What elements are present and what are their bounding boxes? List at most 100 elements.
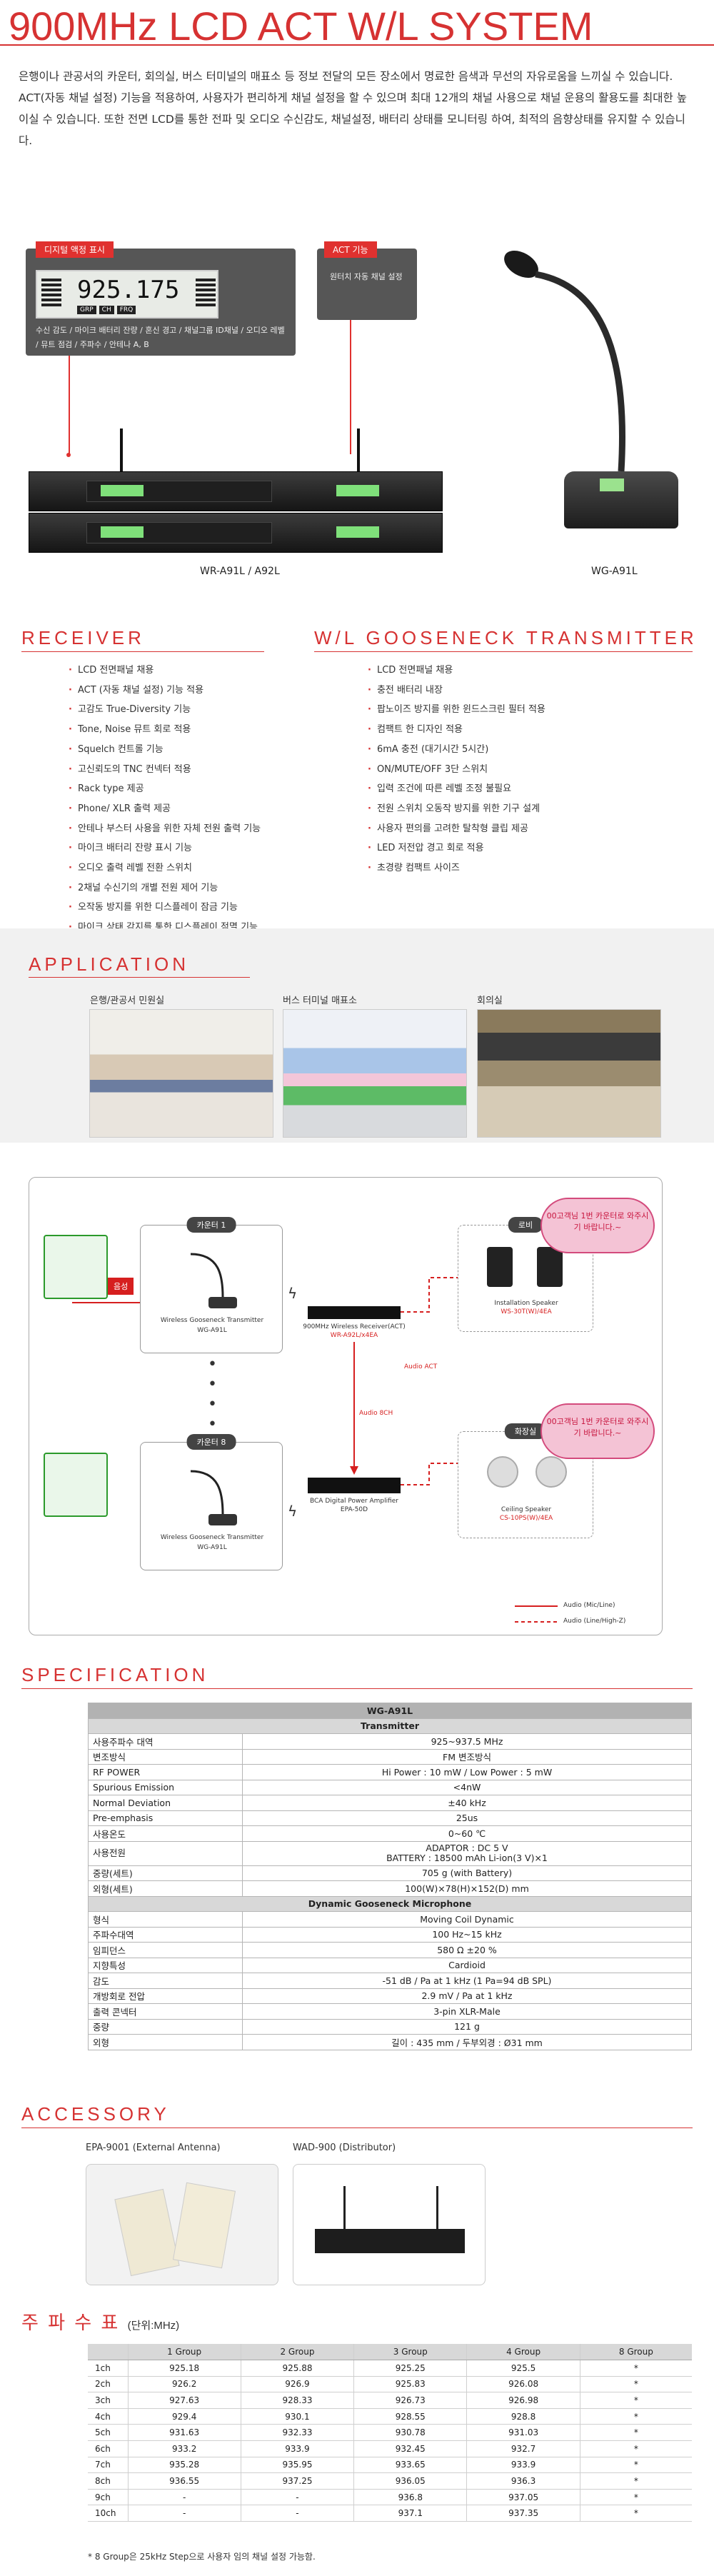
frequency-column-header: 8 Group	[579, 2344, 692, 2361]
frequency-cell: 927.63	[127, 2392, 241, 2409]
spec-row: Spurious Emission<4nW	[88, 1779, 692, 1795]
frequency-cell: 2ch	[88, 2376, 128, 2393]
spec-value: -51 dB / Pa at 1 kHz (1 Pa=94 dB SPL)	[242, 1973, 692, 1989]
spec-key: 지향특성	[88, 1957, 243, 1973]
lcd-indicators: GRP CH FRQ	[77, 306, 136, 314]
receiver-heading: RECEIVER	[21, 627, 145, 648]
spec-value: 2.9 mV / Pa at 1 kHz	[242, 1988, 692, 2004]
mic-caption: Wireless Gooseneck Transmitter	[160, 1317, 264, 1324]
speaker-model: WS-30T(W)/4EA	[501, 1308, 552, 1315]
frequency-cell: 936.8	[353, 2489, 467, 2506]
spec-key: 외형	[88, 2034, 243, 2050]
signal-meter-icon	[41, 279, 61, 307]
accessory-item-label: EPA-9001 (External Antenna)	[86, 2143, 221, 2153]
external-antenna-photo	[86, 2164, 278, 2285]
spec-key: 개방회로 전압	[88, 1988, 243, 2004]
frequency-cell: 932.45	[353, 2440, 467, 2457]
feature-item: 고신뢰도의 TNC 컨넥터 적용	[69, 760, 261, 780]
feature-item: 2채널 수신기의 개별 전원 제어 기능	[69, 878, 261, 898]
gooseneck-mic-icon	[190, 1253, 237, 1308]
feature-item: LED 저전압 경고 회로 적용	[368, 838, 545, 858]
frequency-cell: -	[127, 2489, 241, 2506]
receiver-unit-bottom	[29, 513, 443, 553]
application-caption: 버스 터미널 매표소	[283, 996, 357, 1006]
spec-value: Moving Coil Dynamic	[242, 1911, 692, 1928]
amplifier-caption: BCA Digital Power Amplifier	[310, 1498, 398, 1505]
audio-8ch-label: Audio 8CH	[359, 1410, 393, 1417]
feature-item: Phone/ XLR 출력 제공	[69, 799, 261, 819]
user-at-desk-icon	[44, 1453, 108, 1517]
application-caption: 회의실	[477, 996, 503, 1006]
spec-value: 705 g (with Battery)	[242, 1865, 692, 1881]
frequency-cell: 8ch	[88, 2472, 128, 2490]
transmitter-heading: W/L GOOSENECK TRANSMITTER	[314, 627, 698, 648]
antenna-icon	[120, 429, 123, 471]
mic-model: WG-A91L	[197, 1327, 227, 1334]
frequency-cell: 7ch	[88, 2457, 128, 2474]
continuation-dots: ••••	[208, 1355, 217, 1433]
frequency-cell: *	[579, 2376, 692, 2393]
title-divider	[0, 44, 714, 46]
receiver-device	[308, 1306, 401, 1319]
spec-value: 100(W)×78(H)×152(D) mm	[242, 1880, 692, 1897]
feature-item: 팝노이즈 방지를 위한 윈드스크린 필터 적용	[368, 700, 545, 720]
spec-key: 형식	[88, 1911, 243, 1928]
feature-item: 입력 조건에 따른 레벨 조정 불필요	[368, 779, 545, 799]
feature-item: 컴팩트 한 디자인 적용	[368, 720, 545, 740]
spec-value: 3-pin XLR-Male	[242, 2003, 692, 2020]
frequency-cell: 929.4	[127, 2408, 241, 2425]
frequency-cell: *	[579, 2457, 692, 2474]
heading-rule	[21, 1688, 693, 1689]
frequency-cell: 937.1	[353, 2505, 467, 2522]
frequency-cell: 935.28	[127, 2457, 241, 2474]
spec-section-header: Dynamic Gooseneck Microphone	[88, 1895, 692, 1912]
spec-value: Cardioid	[242, 1957, 692, 1973]
feature-item: ON/MUTE/OFF 3단 스위치	[368, 760, 545, 780]
feature-item: 전원 스위치 오동작 방지를 위한 기구 설계	[368, 799, 545, 819]
receiver-model-label: WR-A91L / A92L	[200, 566, 280, 577]
spec-value: Hi Power : 10 mW / Low Power : 5 mW	[242, 1764, 692, 1780]
receiver-lcd	[101, 485, 144, 496]
lcd-feature-tag: 디지털 액정 표시	[36, 241, 114, 258]
lcd-feature-callout: 디지털 액정 표시 925.175 GRP CH FRQ 수신 감도 / 마이크…	[26, 241, 296, 356]
mic-model-label: WG-A91L	[591, 566, 638, 577]
wireless-signal-icon: ϟ	[288, 1285, 298, 1302]
speaker-icon	[487, 1247, 513, 1287]
frequency-cell: 6ch	[88, 2440, 128, 2457]
spec-key: 변조방식	[88, 1748, 243, 1765]
restroom-box: 화장실 Ceiling Speaker CS-10PS(W)/4EA	[458, 1423, 593, 1538]
spec-value: ±40 kHz	[242, 1795, 692, 1811]
spec-value: 100 Hz~15 kHz	[242, 1926, 692, 1943]
feature-item: Rack type 제공	[69, 779, 261, 799]
frequency-cell: 935.95	[240, 2457, 354, 2474]
spec-key: 주파수대역	[88, 1926, 243, 1943]
lcd-screen: 925.175 GRP CH FRQ	[36, 270, 218, 319]
frequency-cell: 4ch	[88, 2408, 128, 2425]
gooseneck-mic-icon	[504, 251, 625, 472]
frequency-cell: 928.33	[240, 2392, 354, 2409]
wireless-signal-icon: ϟ	[288, 1503, 298, 1520]
lcd-indicator: CH	[99, 306, 114, 314]
antenna-icon	[436, 2186, 438, 2229]
frequency-cell: 937.25	[240, 2472, 354, 2490]
spec-model-header: WG-A91L	[88, 1703, 692, 1719]
application-caption: 은행/관공서 민원실	[90, 996, 165, 1006]
frequency-cell: 933.65	[353, 2457, 467, 2474]
feature-item: LCD 전면패널 채용	[69, 661, 261, 681]
frequency-cell: 926.98	[466, 2392, 580, 2409]
